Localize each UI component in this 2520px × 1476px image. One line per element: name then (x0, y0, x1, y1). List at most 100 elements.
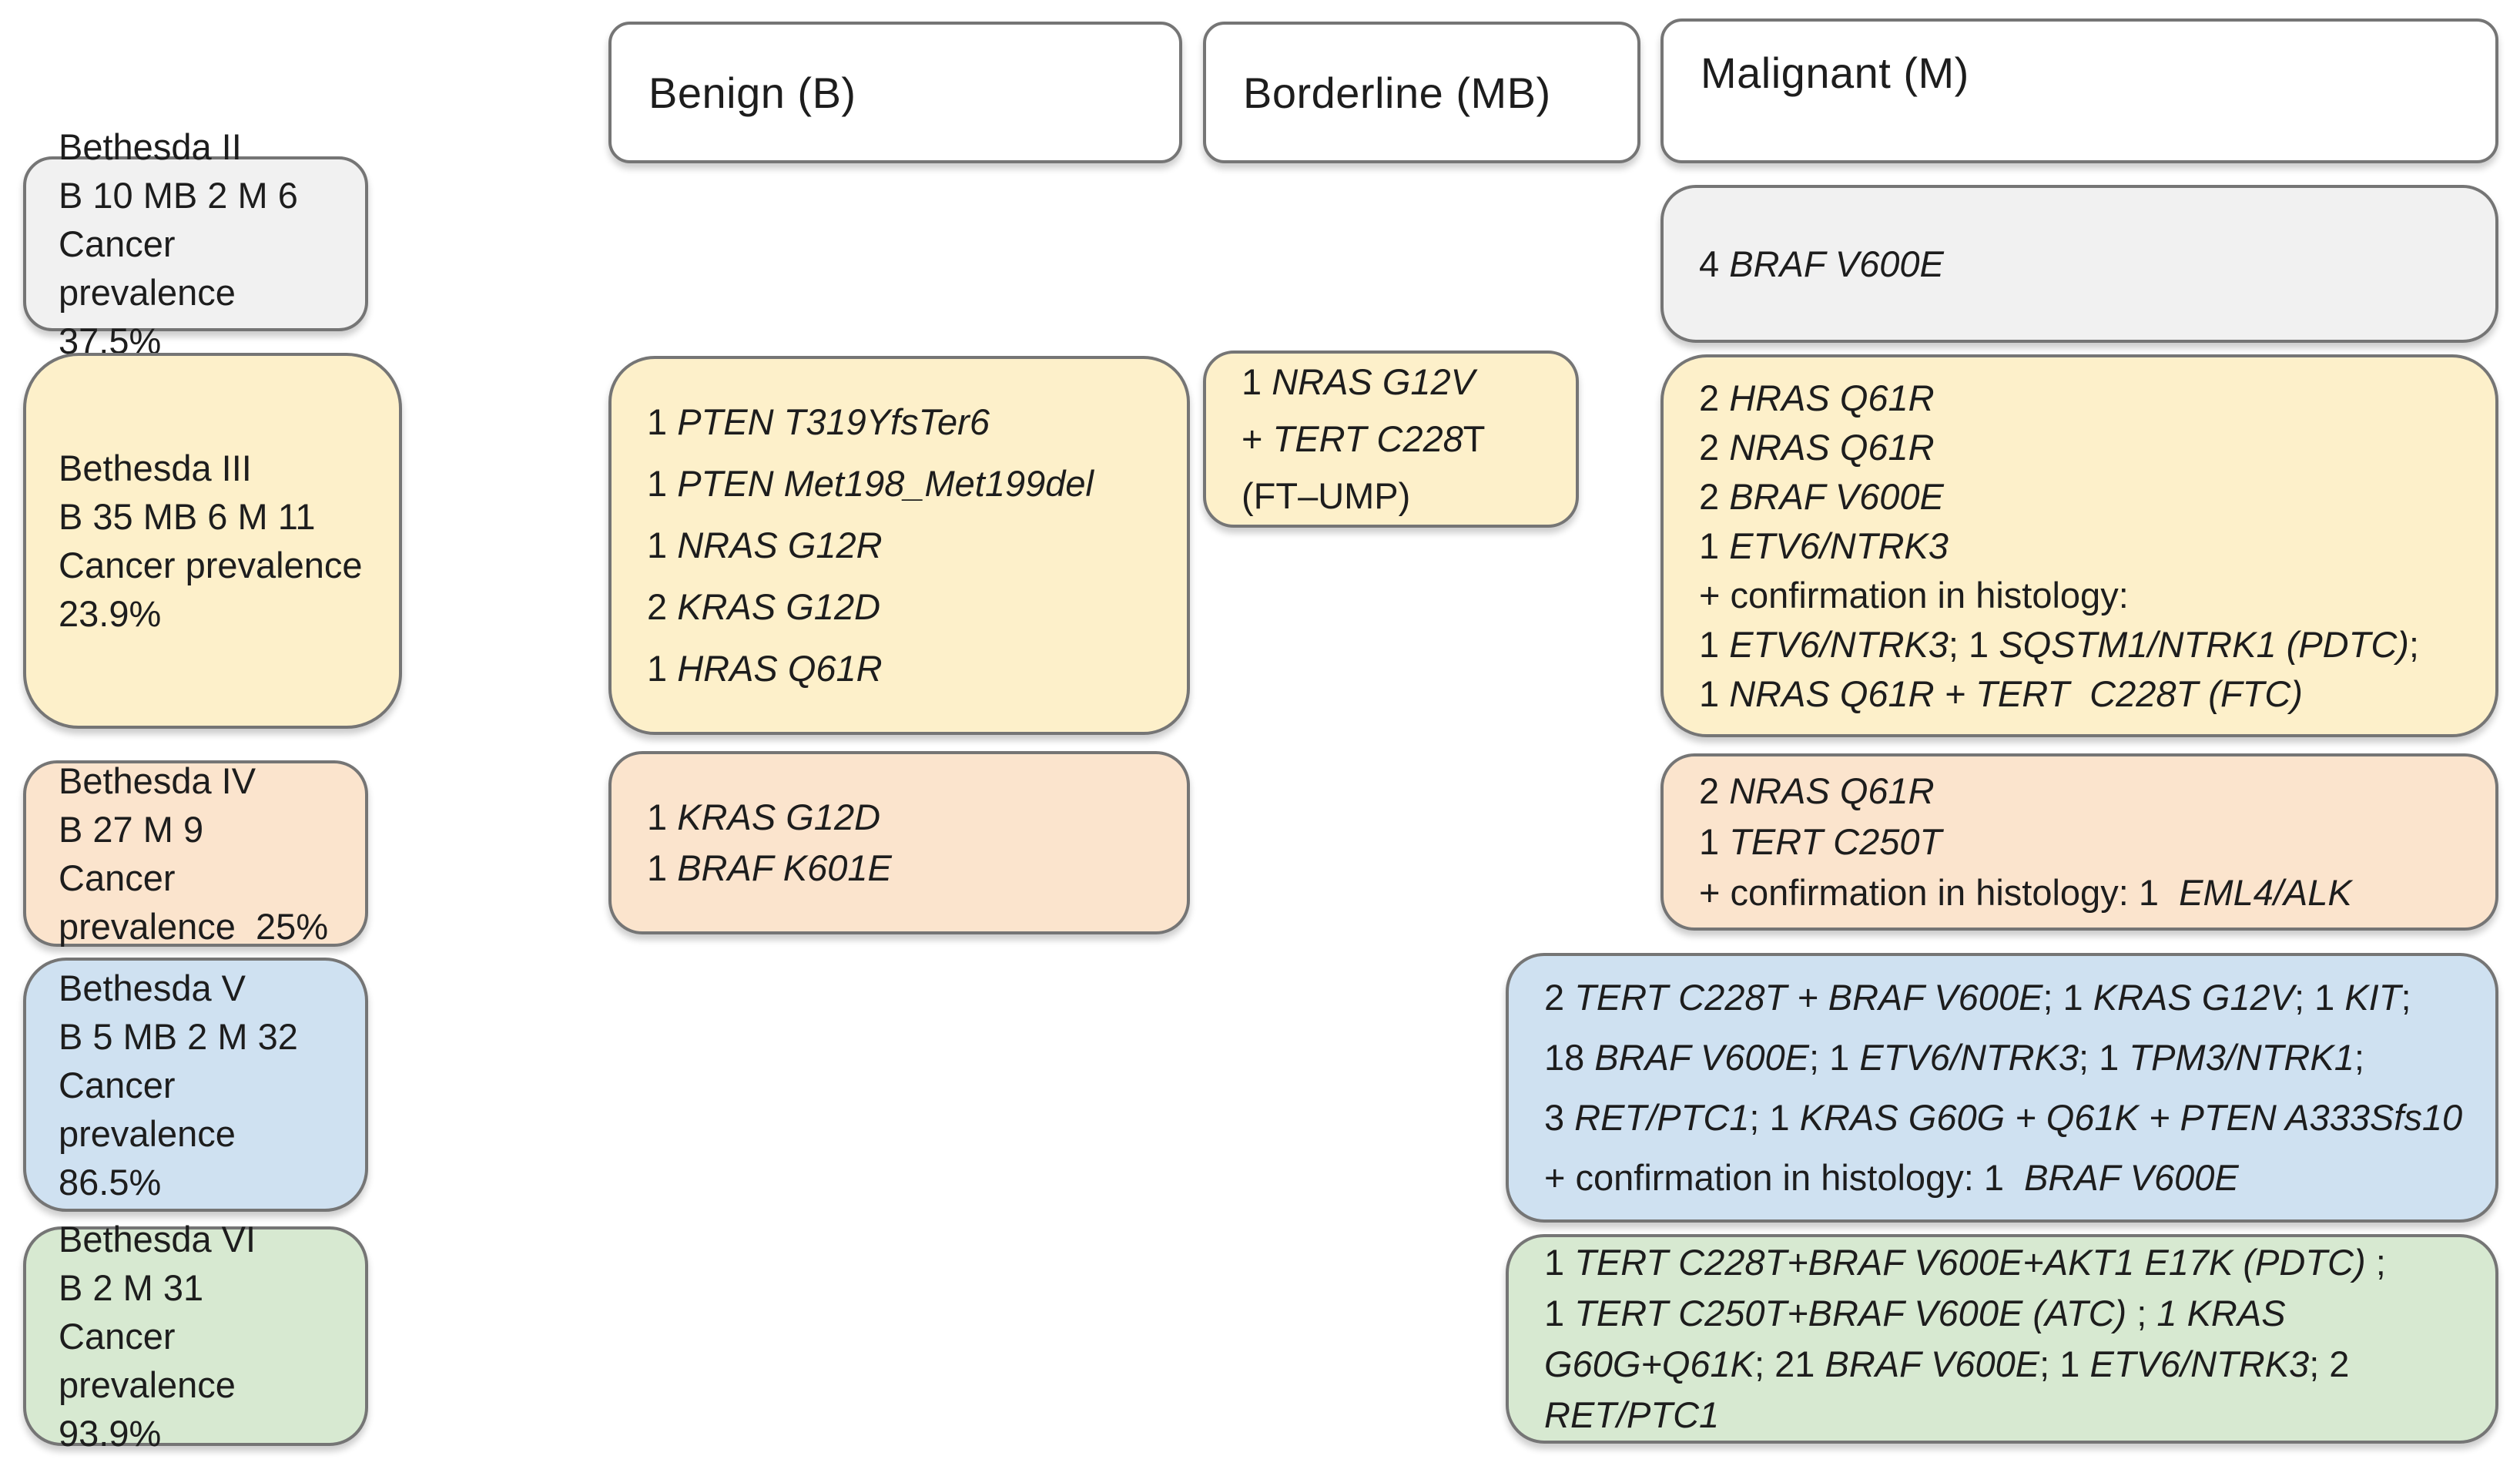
text-segment: ; (2401, 977, 2411, 1018)
bethesda-v-title: Bethesda V (59, 967, 246, 1008)
column-header-malignant: Malignant (M) (1660, 18, 2498, 163)
text-line: 2 NRAS Q61R (1699, 423, 2474, 472)
text-segment: BRAF V600E (1594, 1037, 1810, 1078)
text-segment: ; 2 (2309, 1343, 2350, 1384)
text-segment: 1 (1699, 623, 1730, 665)
text-segment: 1 (1242, 361, 1272, 402)
benign-box-bethesda-iii: 1 PTEN T319YfsTer6 1 PTEN Met198_Met199de… (608, 356, 1190, 735)
text-segment: NRAS Q61R (1729, 426, 1935, 468)
text-segment: ; 1 (2042, 977, 2093, 1018)
text-line: 4 BRAF V600E (1699, 240, 2474, 289)
text-segment: KRAS G12D (677, 586, 881, 627)
column-header-borderline: Borderline (MB) (1203, 22, 1640, 163)
text-segment: ETV6/NTRK3 (1859, 1037, 2079, 1078)
text-segment: ETV6/NTRK3 (2089, 1343, 2310, 1384)
text-segment: NRAS G12R (677, 525, 883, 565)
text-line: 1 NRAS G12V (1242, 354, 1554, 411)
text-segment: SQSTM1/NTRK1 (PDTC) (1999, 623, 2409, 665)
text-segment: KIT (2344, 977, 2401, 1018)
bethesda-iv-label-box: Bethesda IV B 27 M 9 Cancer prevalence 2… (23, 760, 368, 947)
text-segment: 2 (1699, 770, 1730, 811)
bethesda-iii-label-box: Bethesda III B 35 MB 6 M 11 Cancer preva… (23, 353, 402, 729)
borderline-box-bethesda-iii: 1 NRAS G12V+ TERT C228T(FT–UMP) (1203, 351, 1579, 528)
text-segment: ETV6/NTRK3 (1729, 525, 1949, 566)
text-segment: 2 (1699, 377, 1730, 418)
text-segment: TERT C250T (1729, 821, 1942, 862)
text-segment: 1 (647, 525, 678, 565)
bethesda-iv-title: Bethesda IV (59, 760, 256, 801)
text-line: 3 RET/PTC1; 1 KRAS G60G + Q61K + PTEN A3… (1544, 1088, 2474, 1148)
text-segment: + confirmation in histology: 1 (1544, 1157, 2025, 1198)
text-line: 1 BRAF K601E (647, 843, 1165, 894)
text-line: 1 TERT C228T+BRAF V600E+AKT1 E17K (PDTC)… (1544, 1237, 2474, 1288)
text-line: 18 BRAF V600E; 1 ETV6/NTRK3; 1 TPM3/NTRK… (1544, 1028, 2474, 1088)
bethesda-iii-title: Bethesda III (59, 448, 252, 488)
text-segment: ; (2354, 1037, 2364, 1078)
text-segment: ETV6/NTRK3 (1729, 623, 1949, 665)
text-segment: BRAF V600E (1825, 1343, 2040, 1384)
text-segment: EML4/ALK (2179, 872, 2352, 913)
text-segment: RET/PTC1 (1544, 1394, 1720, 1435)
text-segment: NRAS Q61R + TERT C228T (FTC) (1729, 673, 2303, 714)
bethesda-ii-counts: B 10 MB 2 M 6 (59, 175, 298, 216)
text-line: 1 NRAS G12R (647, 515, 1165, 576)
text-segment: TERT C228T + BRAF V600E (1574, 977, 2043, 1018)
text-segment: ; (2408, 623, 2419, 665)
bethesda-v-label-box: Bethesda V B 5 MB 2 M 32 Cancer prevalen… (23, 958, 368, 1212)
text-segment: ; 21 (1754, 1343, 1825, 1384)
text-line: + confirmation in histology: (1699, 571, 2474, 620)
text-segment: ; 1 (1809, 1037, 1860, 1078)
text-segment: 1 (647, 463, 678, 504)
bethesda-v-counts: B 5 MB 2 M 32 (59, 1015, 298, 1057)
text-segment: ; 1 (2079, 1037, 2130, 1078)
text-line: 2 KRAS G12D (647, 576, 1165, 638)
text-line: 2 BRAF V600E (1699, 472, 2474, 522)
column-header-borderline-label: Borderline (MB) (1243, 68, 1551, 117)
text-segment: TERT C228T+BRAF V600E+AKT1 E17K (PDTC) (1574, 1242, 2366, 1283)
malignant-box-bethesda-ii: 4 BRAF V600E (1660, 185, 2498, 343)
text-line: 2 HRAS Q61R (1699, 374, 2474, 423)
column-header-benign-label: Benign (B) (648, 68, 856, 117)
text-segment: 2 (647, 586, 678, 627)
text-segment: 1 (647, 847, 678, 888)
text-segment: BRAF V600E (1729, 475, 1944, 517)
text-segment: HRAS Q61R (1729, 377, 1935, 418)
bethesda-vi-prevalence: Cancer prevalence 93.9% (59, 1316, 256, 1454)
text-line: 2 NRAS Q61R (1699, 766, 2474, 817)
text-line: + TERT C228T (1242, 411, 1554, 468)
text-line: + confirmation in histology: 1 EML4/ALK (1699, 867, 2474, 918)
text-line: 1 TERT C250T (1699, 817, 2474, 867)
text-segment: ; 1 (1948, 623, 1999, 665)
column-header-benign: Benign (B) (608, 22, 1182, 163)
bethesda-vi-counts: B 2 M 31 (59, 1267, 204, 1308)
text-segment: KRAS G60G + Q61K + PTEN A333Sfs10 (1799, 1097, 2463, 1138)
text-line: 2 TERT C228T + BRAF V600E; 1 KRAS G12V; … (1544, 968, 2474, 1028)
text-segment: TPM3/NTRK1 (2129, 1037, 2354, 1078)
text-segment: PTEN Met198_Met199del (677, 463, 1094, 504)
text-segment: + (1242, 418, 1273, 459)
text-segment: 1 (1699, 673, 1730, 714)
text-segment: PTEN T319YfsTer6 (677, 401, 990, 442)
text-segment: HRAS Q61R (677, 648, 883, 689)
text-segment: NRAS G12V (1272, 361, 1476, 402)
text-segment: ; 1 (2294, 977, 2345, 1018)
text-segment: 1 (647, 797, 678, 837)
text-segment: 2 (1699, 475, 1730, 517)
text-segment: 1 (1544, 1293, 1575, 1333)
bethesda-iii-prevalence: Cancer prevalence 23.9% (59, 545, 383, 634)
bethesda-v-prevalence: Cancer prevalence 86.5% (59, 1064, 256, 1203)
text-segment: ; (2365, 1242, 2386, 1283)
text-line: RET/PTC1 (1544, 1390, 2474, 1441)
text-line: 1 PTEN T319YfsTer6 (647, 391, 1165, 453)
text-segment: KRAS G12V (2093, 977, 2294, 1018)
bethesda-ii-prevalence: Cancer prevalence 37.5% (59, 223, 246, 361)
text-segment: G60G+Q61K (1544, 1343, 1755, 1384)
text-segment: 1 (1699, 821, 1730, 862)
text-line: G60G+Q61K; 21 BRAF V600E; 1 ETV6/NTRK3; … (1544, 1339, 2474, 1390)
bethesda-vi-label-box: Bethesda VI B 2 M 31 Cancer prevalence 9… (23, 1219, 368, 1454)
text-segment: ; (2126, 1293, 2157, 1333)
text-line: 1 HRAS Q61R (647, 638, 1165, 699)
